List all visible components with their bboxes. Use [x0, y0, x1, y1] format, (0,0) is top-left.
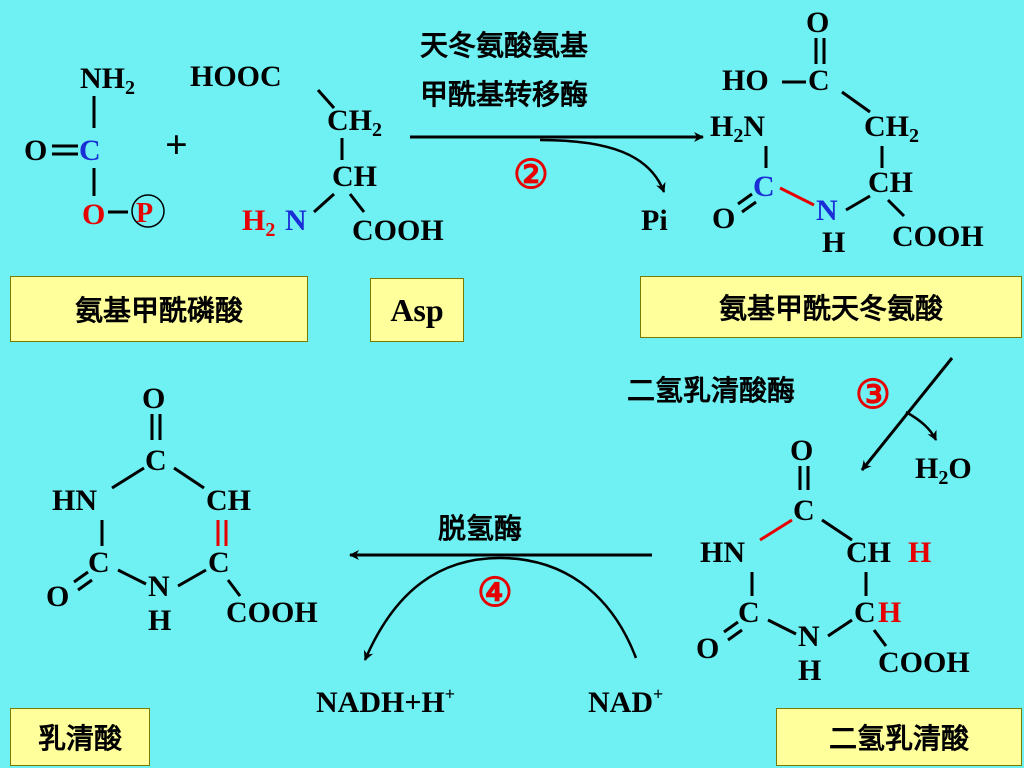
step3-marker: ③ — [855, 372, 891, 417]
branch-arrow-nad — [363, 556, 638, 661]
bond — [111, 466, 145, 490]
atom-o: O — [46, 580, 69, 613]
bond — [117, 568, 147, 586]
atom-h-red: H — [878, 596, 901, 629]
atom-h: H — [798, 654, 821, 687]
atom-ch: CH — [332, 160, 377, 193]
double-bond — [741, 200, 757, 214]
enzyme-step3: 二氢乳清酸酶 — [627, 374, 795, 407]
bond — [173, 466, 205, 490]
label-dihydroorotate: 二氢乳清酸 — [776, 708, 1022, 766]
atom-nh2: NH2 — [80, 62, 135, 99]
atom-cooh: COOH — [878, 646, 970, 679]
atom-c: C — [854, 596, 876, 629]
atom-h: H — [822, 226, 845, 259]
atom-h2-red: H2 — [242, 204, 275, 241]
atom-hn: HN — [700, 536, 745, 569]
branch-arrow-h2o — [905, 410, 938, 441]
atom-c: C — [793, 494, 815, 527]
atom-o: O — [806, 6, 829, 39]
bond — [845, 194, 871, 212]
atom-o: O — [790, 434, 813, 467]
label-carbamoyl-phosphate: 氨基甲酰磷酸 — [10, 276, 308, 342]
bond — [841, 90, 871, 114]
bond — [821, 518, 853, 542]
atom-ch2: CH2 — [864, 110, 919, 147]
atom-ch: CH — [868, 166, 913, 199]
enzyme-step2-line2: 甲酰基转移酶 — [420, 79, 588, 111]
atom-n: N — [148, 570, 170, 603]
carbamoyl-aspartate-structure: O HO C H2N CH2 C CH O N H COOH — [710, 6, 984, 259]
bond — [312, 192, 336, 214]
atom-h-red: H — [908, 536, 931, 569]
atom-c: C — [145, 444, 167, 477]
carbamoyl-phosphate-structure: NH2 O C O P — [24, 62, 165, 231]
atom-c: C — [808, 64, 830, 97]
label-orotate: 乳清酸 — [10, 708, 150, 766]
step3-arrow-group: 二氢乳清酸酶 ③ H2O — [627, 357, 972, 489]
atom-o: O — [24, 134, 47, 167]
ring-bond-red — [759, 518, 793, 542]
new-bond-red — [779, 186, 815, 207]
bond — [872, 629, 888, 647]
phosphate-circle — [131, 194, 165, 228]
nadh-label: NADH+H+ — [316, 684, 455, 719]
step2-marker: ② — [513, 152, 549, 197]
bond — [767, 618, 797, 636]
atom-h2n: H2N — [710, 110, 765, 147]
double-bond — [727, 628, 743, 642]
enzyme-step4: 脱氢酶 — [438, 512, 522, 545]
atom-c: C — [88, 546, 110, 579]
atom-c: C — [208, 546, 230, 579]
h2o-label: H2O — [915, 452, 972, 489]
bond — [316, 89, 336, 109]
atom-o: O — [696, 632, 719, 665]
atom-o-red: O — [82, 198, 105, 231]
orotate-structure: O C HN CH C C O N H COOH — [46, 382, 318, 637]
step4-marker: ④ — [477, 570, 513, 615]
atom-ho: HO — [722, 64, 769, 97]
atom-hn: HN — [52, 484, 97, 517]
atom-c-blue: C — [79, 134, 101, 167]
branch-arrow-pi — [539, 138, 666, 193]
atom-c-blue: C — [753, 170, 775, 203]
bond — [177, 568, 207, 588]
enzyme-step2-line1: 天冬氨酸氨基 — [420, 30, 588, 62]
atom-c: C — [738, 596, 760, 629]
atom-n: N — [798, 620, 820, 653]
atom-cooh: COOH — [226, 596, 318, 629]
aspartate-structure: HOOC CH2 CH H2 N COOH — [190, 60, 444, 247]
atom-cooh: COOH — [892, 220, 984, 253]
atom-hooc: HOOC — [190, 60, 282, 93]
bond — [886, 198, 906, 218]
atom-o: O — [712, 202, 735, 235]
label-asp: Asp — [370, 278, 464, 342]
atom-o: O — [142, 382, 165, 415]
atom-n-blue: N — [816, 194, 838, 227]
dihydroorotate-structure: O C HN CH H C C H O N H COOH — [696, 434, 970, 687]
label-carbamoyl-aspartate: 氨基甲酰天冬氨酸 — [640, 276, 1022, 338]
atom-ch: CH — [846, 536, 891, 569]
bond — [226, 579, 242, 597]
atom-p-red: P — [136, 198, 153, 229]
plus-sign: + — [165, 122, 188, 167]
step4-arrow-group: 脱氢酶 ④ NADH+H+ NAD+ — [316, 512, 663, 719]
bond — [827, 618, 853, 638]
double-bond — [73, 570, 89, 584]
step2-arrow-group: 天冬氨酸氨基 甲酰基转移酶 ② Pi — [410, 30, 704, 237]
atom-cooh: COOH — [352, 214, 444, 247]
double-bond — [77, 578, 93, 592]
double-bond — [723, 620, 739, 634]
nad-label: NAD+ — [588, 684, 663, 719]
atom-ch2: CH2 — [327, 104, 382, 141]
atom-ch: CH — [206, 484, 251, 517]
double-bond — [737, 192, 753, 206]
atom-h: H — [148, 604, 171, 637]
atom-n-blue: N — [285, 204, 307, 237]
pi-label: Pi — [641, 204, 668, 237]
bond — [348, 193, 366, 213]
